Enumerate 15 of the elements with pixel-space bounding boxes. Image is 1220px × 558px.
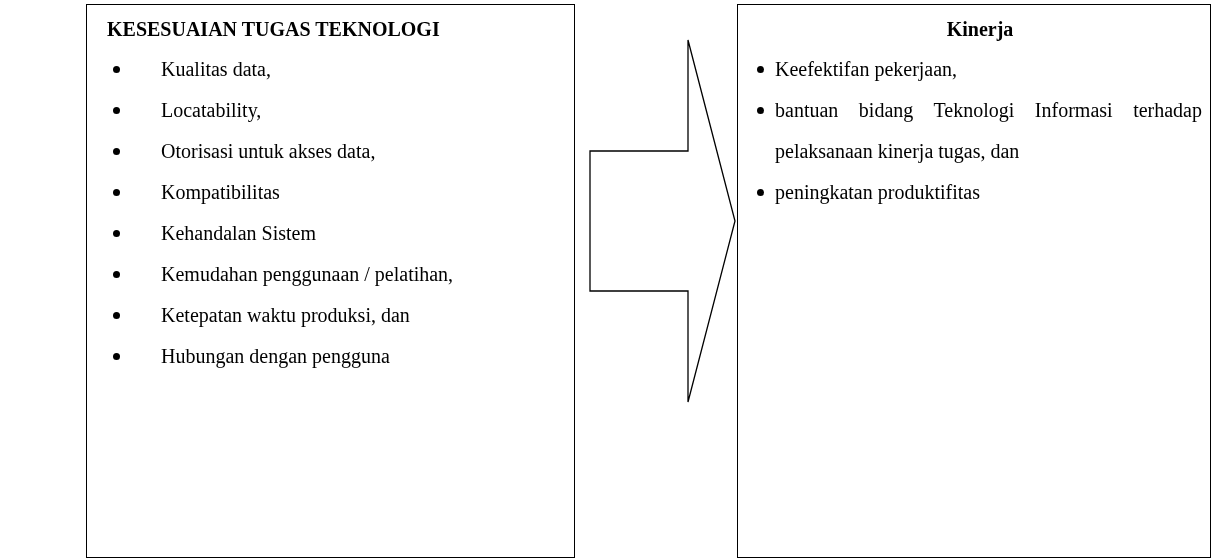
bullet-item: Locatability,: [107, 90, 564, 131]
bullet-item: Keefektifan pekerjaan,: [758, 49, 1202, 90]
bullet-item: Ketepatan waktu produksi, dan: [107, 295, 564, 336]
bullet-item: Kualitas data,: [107, 49, 564, 90]
bullet-item: Hubungan dengan pengguna: [107, 336, 564, 377]
bullet-item: Kompatibilitas: [107, 172, 564, 213]
bullet-item: Kemudahan penggunaan / pelatihan,: [107, 254, 564, 295]
bullet-item: Otorisasi untuk akses data,: [107, 131, 564, 172]
bullet-item: peningkatan produktifitas: [758, 172, 1202, 213]
block-arrow: [589, 39, 736, 403]
box-heading: KESESUAIAN TUGAS TEKNOLOGI: [107, 17, 441, 41]
text-box: [737, 4, 1211, 558]
text-box: [86, 4, 575, 558]
box-heading: Kinerja: [945, 17, 1015, 41]
bullet-item: Kehandalan Sistem: [107, 213, 564, 254]
